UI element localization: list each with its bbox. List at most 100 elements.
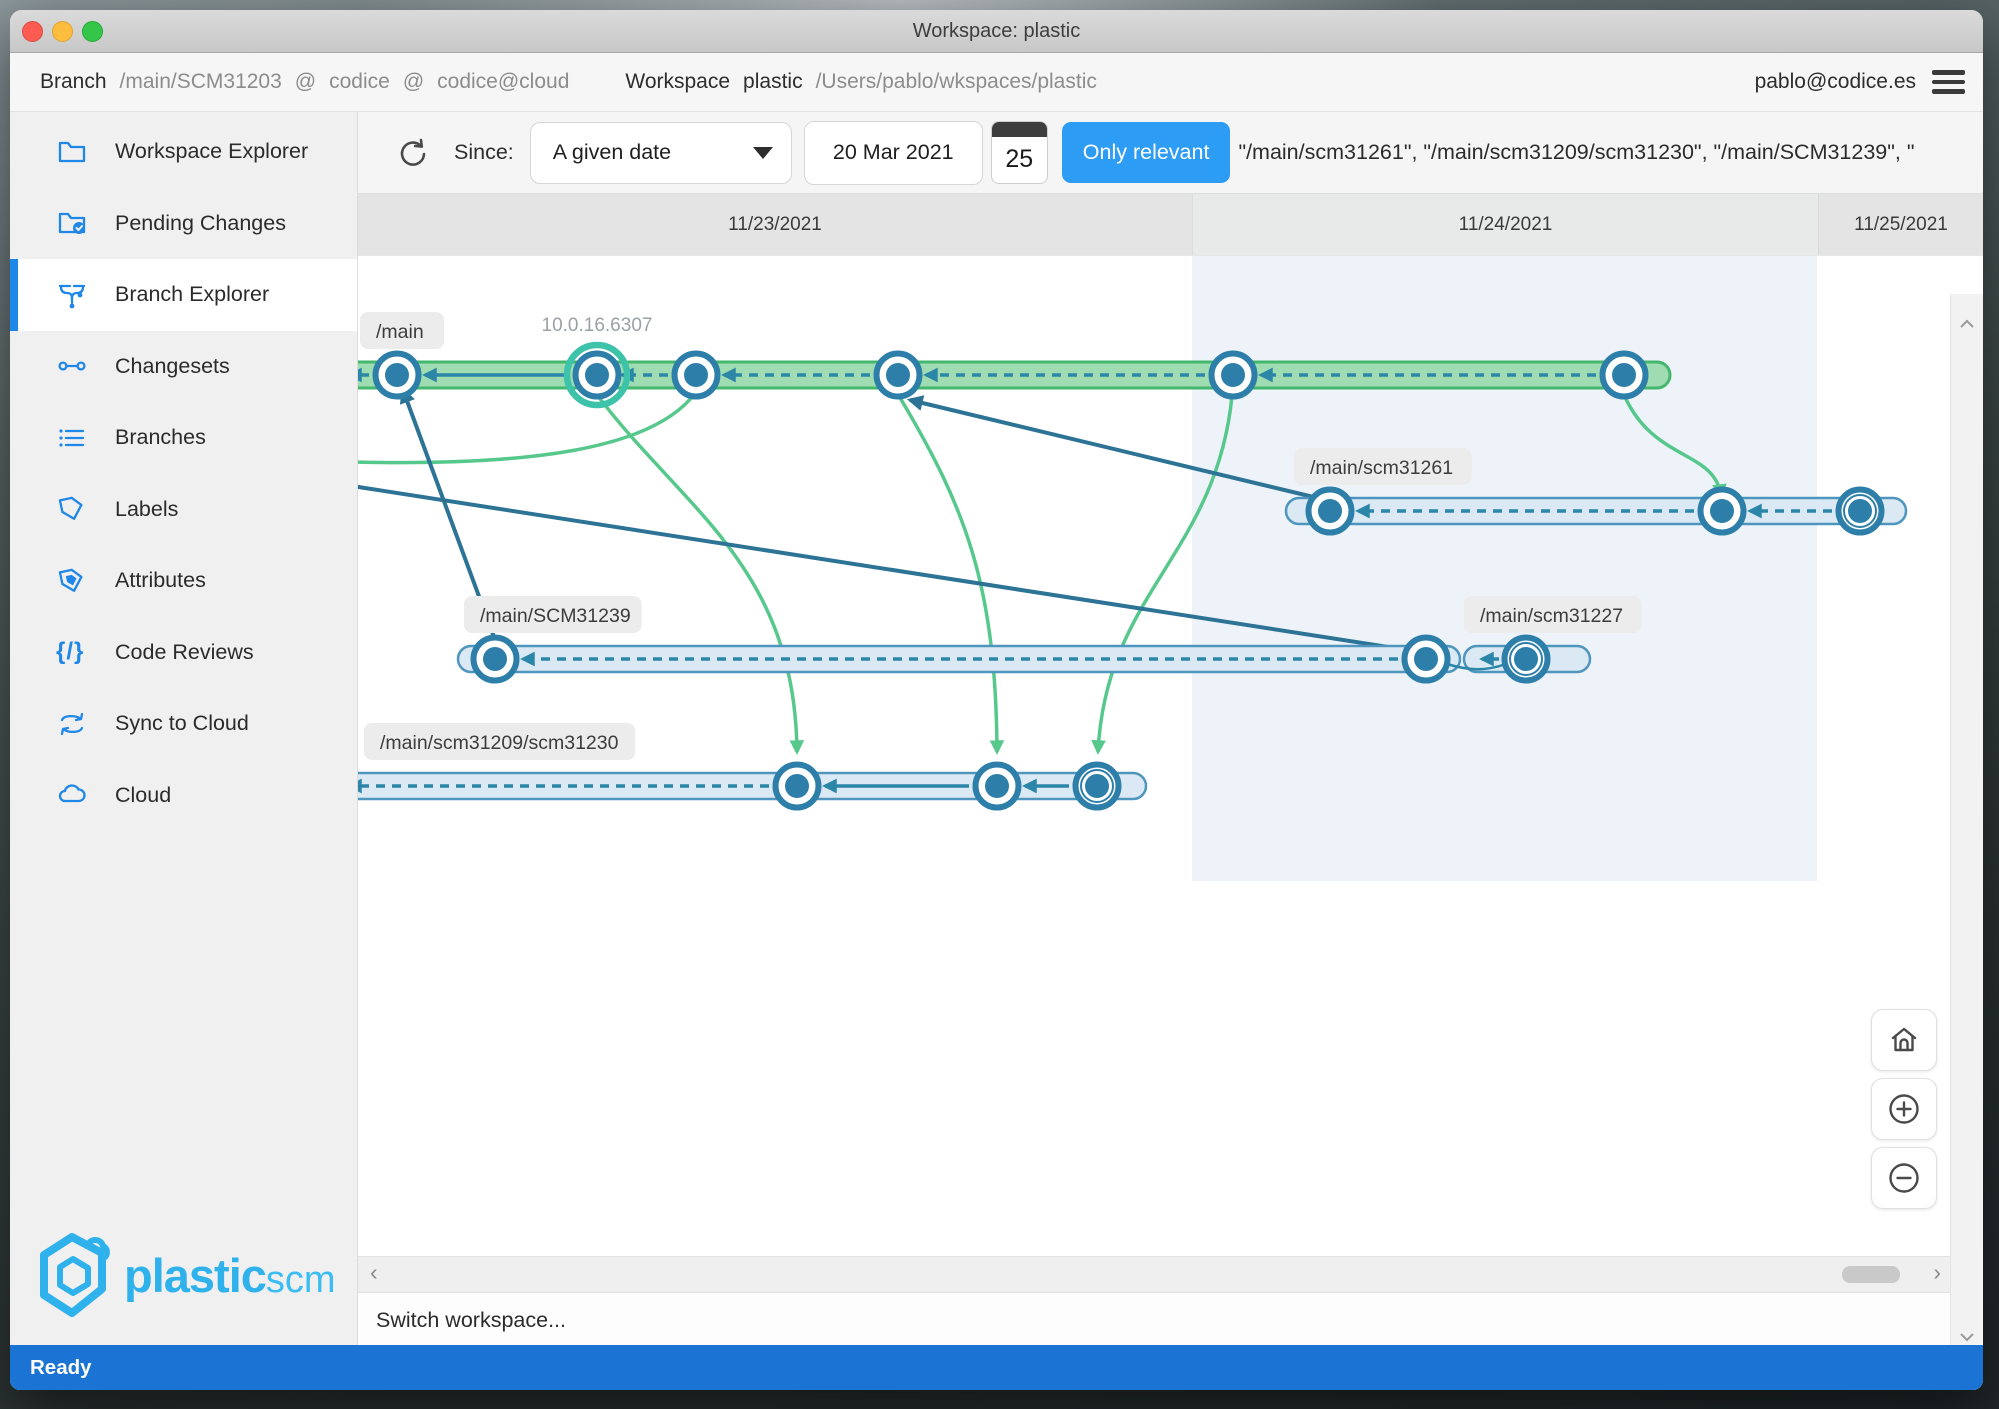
scroll-up-icon[interactable] (1959, 316, 1975, 328)
branch-label-pill[interactable] (1294, 448, 1472, 485)
sidebar-item-label: Labels (115, 496, 179, 521)
sidebar-item-labels[interactable]: Labels (10, 474, 357, 546)
branch-link (897, 395, 1005, 755)
calendar-icon-top (991, 122, 1047, 137)
timeline-date: 11/25/2021 (1818, 194, 1983, 255)
branch-label: /main/scm31209/scm31230 (380, 732, 619, 754)
switch-workspace-row[interactable]: Switch workspace... (358, 1293, 1983, 1348)
sidebar-item-pending-changes[interactable]: Pending Changes (10, 188, 357, 260)
changeset-node-core (886, 363, 910, 387)
cloud-icon (56, 779, 88, 811)
date-range-select[interactable]: A given date (529, 121, 792, 184)
branch-label-pill[interactable] (1464, 596, 1642, 633)
status-bar: Ready (10, 1345, 1983, 1390)
sidebar-item-branches[interactable]: Branches (10, 402, 357, 474)
logo-text-plastic: plastic (124, 1248, 267, 1302)
timeline-header: 11/23/2021 11/24/2021 11/25/2021 (358, 194, 1983, 256)
status-text: Ready (30, 1355, 92, 1379)
changeset-node-core (585, 363, 609, 387)
switch-workspace-label: Switch workspace... (376, 1308, 566, 1332)
traffic-lights (22, 10, 103, 52)
branch-label-pill[interactable] (364, 723, 636, 760)
branch-icon (56, 279, 88, 311)
branch-label: /main/scm31261 (1310, 457, 1453, 479)
date-value: 20 Mar 2021 (832, 140, 954, 164)
sidebar-item-sync-to-cloud[interactable]: Sync to Cloud (10, 688, 357, 760)
date-input[interactable]: 20 Mar 2021 (803, 120, 983, 185)
changeset-node-core (1221, 363, 1245, 387)
sidebar-item-attributes[interactable]: Attributes (10, 545, 357, 617)
changeset-node-core (1848, 499, 1872, 523)
sidebar-item-label: Sync to Cloud (115, 711, 249, 736)
minimize-button[interactable] (52, 20, 73, 42)
tags-icon (56, 565, 88, 597)
user-email: pablo@codice.es (1754, 70, 1916, 93)
workspace-name: plastic (743, 70, 803, 93)
zoom-in-button[interactable] (1871, 1078, 1937, 1140)
maximize-button[interactable] (82, 20, 103, 42)
menu-icon[interactable] (1932, 70, 1965, 94)
changeset-node-core (1414, 647, 1438, 671)
sidebar-item-code-reviews[interactable]: {/} Code Reviews (10, 617, 357, 689)
merge-link (906, 395, 1327, 502)
horizontal-scroll-thumb[interactable] (1842, 1266, 1900, 1283)
branch-label-pill[interactable] (360, 312, 444, 349)
branch-label: Branch (40, 70, 107, 93)
changeset-icon (56, 350, 88, 382)
branch-filter-text[interactable]: "/main/scm31261", "/main/scm31209/scm312… (1238, 140, 1915, 164)
horizontal-scrollbar: ‹ › (358, 1256, 1983, 1293)
changeset-inner-ring (1080, 769, 1114, 803)
server-name: codice@cloud (437, 70, 570, 93)
changeset-node-core (1710, 499, 1734, 523)
branch-label: /main/SCM31239 (480, 605, 631, 627)
changeset-node-core (385, 363, 409, 387)
plus-circle-icon (1889, 1094, 1919, 1124)
workspace-label: Workspace (625, 70, 731, 93)
changeset-node-core (985, 774, 1009, 798)
changeset-connector (1446, 662, 1507, 671)
sidebar-item-workspace-explorer[interactable]: Workspace Explorer (10, 116, 357, 188)
since-label: Since: (454, 140, 514, 164)
folder-icon (56, 136, 88, 168)
branch-value: /main/SCM31203 (119, 70, 282, 93)
only-relevant-button[interactable]: Only relevant (1061, 122, 1231, 183)
sidebar-item-label: Code Reviews (115, 639, 254, 664)
minus-circle-icon (1889, 1163, 1919, 1193)
changeset-node-core (1514, 647, 1538, 671)
changeset-node-core (483, 647, 507, 671)
sidebar-item-label: Attributes (115, 568, 206, 593)
chevron-down-icon (752, 146, 773, 159)
refresh-icon[interactable] (394, 135, 430, 171)
changeset-node-core (785, 774, 809, 798)
sidebar-item-branch-explorer[interactable]: Branch Explorer (10, 259, 357, 331)
branch-diagram[interactable]: 10.0.16.6307/main/main/scm31261/main/SCM… (358, 256, 1950, 1256)
timeline-date-highlighted: 11/24/2021 (1192, 194, 1818, 255)
logo-text-scm: scm (265, 1258, 336, 1301)
zoom-out-button[interactable] (1871, 1147, 1937, 1209)
branch-label-pill[interactable] (464, 596, 642, 633)
plasticscm-logo: plasticscm (32, 1229, 336, 1321)
calendar-picker-button[interactable]: 25 (990, 121, 1048, 184)
scroll-right-icon[interactable]: › (1933, 1259, 1941, 1285)
close-button[interactable] (22, 20, 43, 42)
changeset-node-core (684, 363, 708, 387)
current-changeset-ring (563, 341, 631, 409)
at-separator-2: @ (402, 70, 425, 93)
window-title: Workspace: plastic (912, 19, 1081, 42)
sidebar-item-label: Branches (115, 425, 206, 450)
home-button[interactable] (1871, 1009, 1937, 1071)
sidebar-item-label: Workspace Explorer (115, 139, 309, 164)
day-column-highlight (1192, 256, 1817, 881)
folder-check-icon (56, 207, 88, 239)
branch-link (1623, 396, 1727, 499)
branch-label: /main/scm31227 (1480, 605, 1623, 627)
list-icon (56, 422, 88, 454)
app-window: Workspace: plastic Branch /main/SCM31203… (10, 10, 1983, 1390)
sidebar-item-cloud[interactable]: Cloud (10, 760, 357, 832)
scroll-left-icon[interactable]: ‹ (370, 1259, 378, 1285)
repo-name: codice (329, 70, 390, 93)
scroll-down-icon[interactable] (1959, 1329, 1975, 1342)
sidebar-item-changesets[interactable]: Changesets (10, 331, 357, 403)
branch-explorer-toolbar: Since: A given date 20 Mar 2021 25 Only … (358, 112, 1983, 194)
home-icon (1891, 1027, 1917, 1052)
